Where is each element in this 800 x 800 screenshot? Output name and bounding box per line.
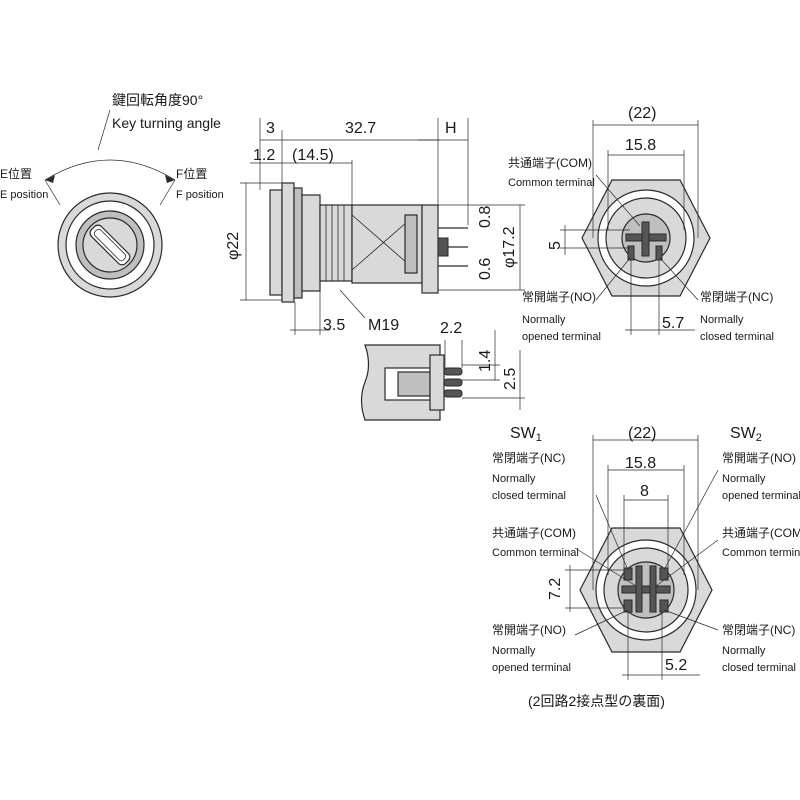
sw1-label: SW1 <box>510 425 542 444</box>
right-no-en1: Normally <box>722 473 766 485</box>
double-dim-15-8: 15.8 <box>625 455 656 472</box>
detail-pin-2 <box>443 378 463 387</box>
right-nc-en2: closed terminal <box>722 662 796 674</box>
double-dim-8: 8 <box>640 483 649 500</box>
bezel <box>269 189 283 296</box>
right-com-en: Common terminal <box>722 547 800 559</box>
single-rear-view: (22) 15.8 5 5.7 共通端子(COM) Common termina… <box>508 105 774 343</box>
single-dim-5: 5 <box>547 241 564 250</box>
right-no-jp: 常開端子(NO) <box>722 451 796 465</box>
arc-arrow-right <box>165 175 175 183</box>
single-dim-5-7: 5.7 <box>662 315 684 332</box>
rotation-label-jp: 鍵回転角度90° <box>112 92 203 108</box>
right-nc-en1: Normally <box>722 645 766 657</box>
dim-3: 3 <box>266 120 275 137</box>
left-com-en: Common terminal <box>492 547 579 559</box>
double-sw2-pin <box>649 565 657 613</box>
left-nc-jp: 常閉端子(NC) <box>492 451 565 465</box>
single-no-en1: Normally <box>522 314 566 326</box>
double-sw1-pin <box>635 565 643 613</box>
dim-2-2: 2.2 <box>440 320 462 337</box>
dim-14-5: (14.5) <box>292 147 334 164</box>
double-dim-7-2: 7.2 <box>547 578 564 600</box>
detail-pin-3 <box>443 389 463 398</box>
single-nc-jp: 常閉端子(NC) <box>700 290 773 304</box>
detail-pin-1 <box>443 367 463 376</box>
dim-phi17-2: φ17.2 <box>501 226 518 268</box>
e-position-en: E position <box>0 189 48 201</box>
dim-0-6: 0.6 <box>477 258 494 280</box>
single-pin-nc <box>655 245 663 261</box>
dim-M19: M19 <box>368 317 399 334</box>
double-bar <box>621 585 671 594</box>
single-no-en2: opened terminal <box>522 331 601 343</box>
single-nc-en1: Normally <box>700 314 744 326</box>
left-nc-en1: Normally <box>492 473 536 485</box>
sw2-label: SW2 <box>730 425 762 444</box>
single-dim-22: (22) <box>628 105 656 122</box>
left-no-en1: Normally <box>492 645 536 657</box>
dim-phi22: φ22 <box>225 232 242 260</box>
single-nc-en2: closed terminal <box>700 331 774 343</box>
right-nc-jp: 常閉端子(NC) <box>722 623 795 637</box>
f-position-en: F position <box>176 189 224 201</box>
single-com-en: Common terminal <box>508 177 595 189</box>
rotation-label-en: Key turning angle <box>112 115 221 131</box>
left-nc-en2: closed terminal <box>492 490 566 502</box>
dim-3-5: 3.5 <box>323 317 345 334</box>
dim-H: H <box>445 120 457 137</box>
threaded-body <box>319 204 353 282</box>
side-view: 3 32.7 H 1.2 (14.5) φ22 0.8 φ17.2 0.6 3.… <box>225 118 525 335</box>
double-dim-5-2: 5.2 <box>665 657 687 674</box>
left-no-jp: 常開端子(NO) <box>492 623 566 637</box>
rotation-arc <box>44 159 176 181</box>
lock-nut-2 <box>301 194 321 292</box>
f-position-jp: F位置 <box>176 166 207 181</box>
double-rear-view: (22) 15.8 8 7.2 5.2 SW1 SW2 常閉端子(NC) Nor… <box>492 425 800 709</box>
left-no-en2: opened terminal <box>492 662 571 674</box>
e-position-jp: E位置 <box>0 166 32 181</box>
terminal-detail: 2.2 1.4 2.5 <box>360 320 525 421</box>
flange <box>281 182 295 303</box>
lock-nut-1 <box>293 187 303 299</box>
right-no-en2: opened terminal <box>722 490 800 502</box>
double-dim-22: (22) <box>628 425 656 442</box>
dim-32-7: 32.7 <box>345 120 376 137</box>
dim-1-2: 1.2 <box>253 147 275 164</box>
single-com-jp: 共通端子(COM) <box>508 156 592 170</box>
double-caption: (2回路2接点型の裏面) <box>528 693 665 709</box>
dim-2-5: 2.5 <box>502 368 519 390</box>
dim-1-4: 1.4 <box>477 350 494 372</box>
rotation-leader <box>97 109 111 151</box>
arc-arrow-left <box>45 175 55 183</box>
dim-0-8: 0.8 <box>477 206 494 228</box>
key-slot <box>89 224 131 266</box>
single-dim-15-8: 15.8 <box>625 137 656 154</box>
left-com-jp: 共通端子(COM) <box>492 526 576 540</box>
key-front-view: 鍵回転角度90° Key turning angle E位置 E positio… <box>0 92 224 298</box>
right-com-jp: 共通端子(COM) <box>722 526 800 540</box>
single-no-jp: 常開端子(NO) <box>522 290 596 304</box>
terminal-block <box>421 204 439 294</box>
